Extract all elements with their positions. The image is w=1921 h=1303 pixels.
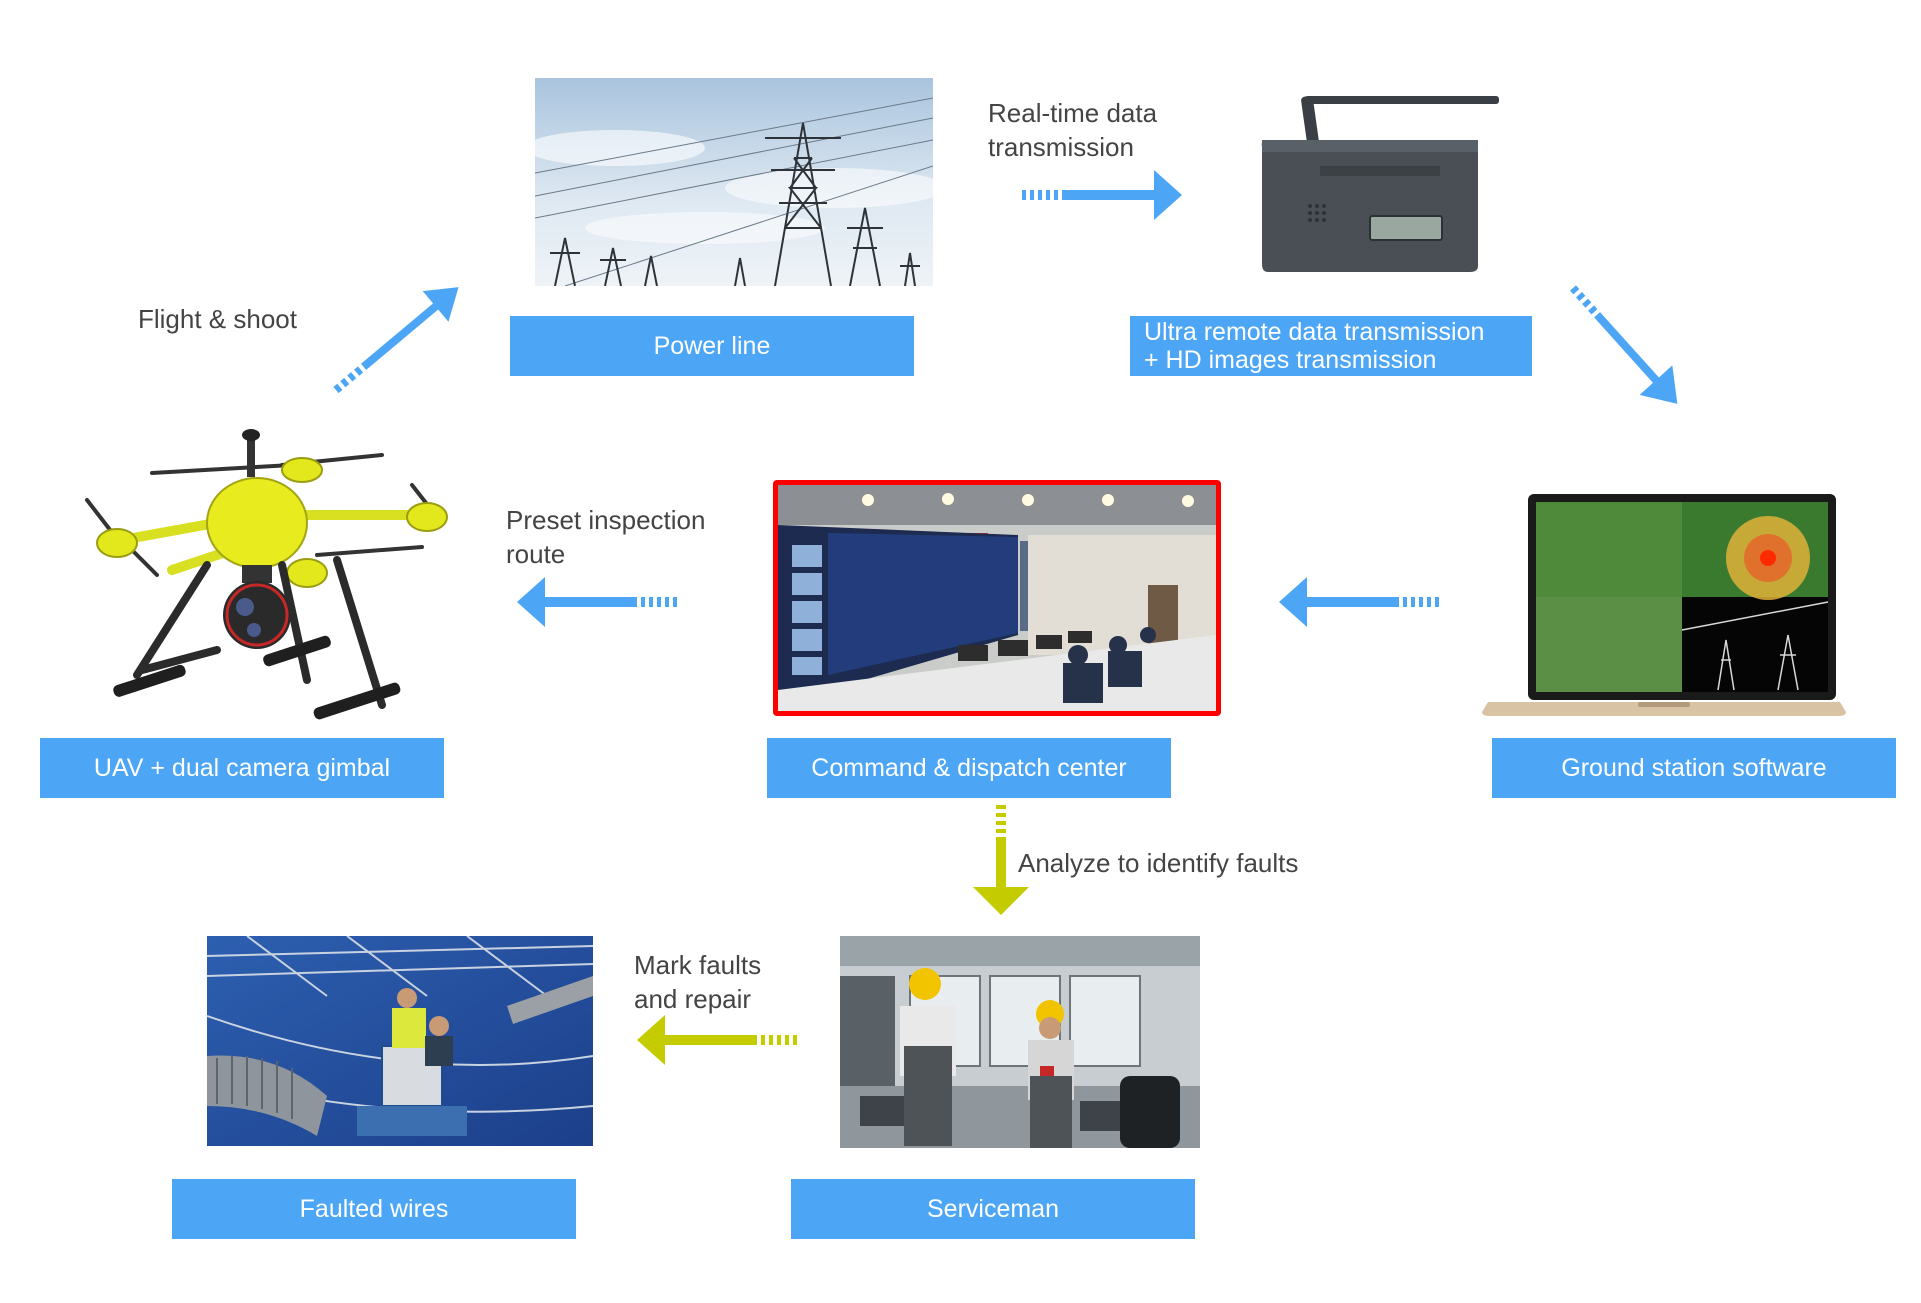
ground-station-label: Ground station software xyxy=(1492,738,1896,798)
faulted-wires-image xyxy=(207,936,593,1146)
flight-shoot-arrow xyxy=(333,287,459,394)
flight-shoot-caption: Flight & shoot xyxy=(138,304,297,334)
analyze-caption: Analyze to identify faults xyxy=(1018,848,1299,878)
realtime-arrow xyxy=(1022,170,1182,220)
analyze-arrow xyxy=(973,805,1029,915)
preset-route-arrow xyxy=(517,577,677,627)
transmission-device-image xyxy=(1250,88,1550,274)
serviceman-image xyxy=(840,936,1200,1148)
power-line-image xyxy=(535,78,933,286)
realtime-transmission-caption: Real-time data transmission xyxy=(988,98,1158,162)
power-line-label: Power line xyxy=(510,316,914,376)
command-center-image xyxy=(773,480,1221,716)
ground-station-laptop-image xyxy=(1478,490,1850,718)
transmission-to-ground-arrow xyxy=(1570,285,1678,404)
serviceman-label: Serviceman xyxy=(791,1179,1195,1239)
faulted-wires-label: Faulted wires xyxy=(172,1179,576,1239)
transmission-label: Ultra remote data transmission + HD imag… xyxy=(1130,316,1532,376)
uav-label: UAV + dual camera gimbal xyxy=(40,738,444,798)
ground-to-command-arrow xyxy=(1279,577,1439,627)
mark-repair-caption: Mark faults and repair xyxy=(634,950,762,1014)
preset-route-caption: Preset inspection route xyxy=(506,505,706,569)
mark-repair-arrow xyxy=(637,1015,797,1065)
uav-drone-image xyxy=(82,425,462,730)
command-center-label: Command & dispatch center xyxy=(767,738,1171,798)
